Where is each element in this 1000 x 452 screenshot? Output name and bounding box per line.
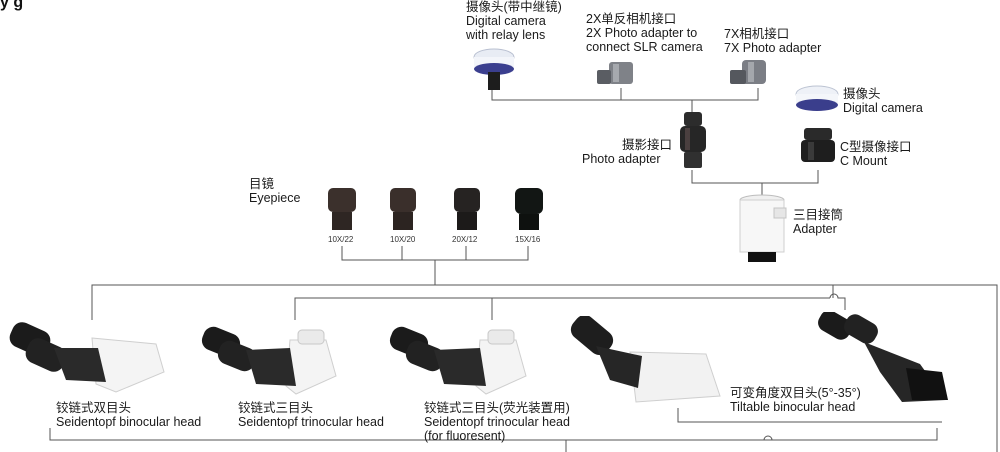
photo-adapter-image <box>680 112 706 168</box>
slr-adapter-label: 2X单反相机接口 2X Photo adapter to connect SLR… <box>586 12 703 54</box>
slr-adapter-image <box>597 62 633 84</box>
photo-7x-image <box>730 60 766 84</box>
eyepiece-spec-4: 15X/16 <box>515 235 541 244</box>
photo-7x-label: 7X相机接口 7X Photo adapter <box>724 27 822 55</box>
eyepiece-spec-1: 10X/22 <box>328 235 354 244</box>
photo-adapter-label: 摄影接口 <box>621 138 672 152</box>
relay-camera-label: 摄像头(带中继镜) Digital camera with relay lens <box>466 0 562 42</box>
digital-camera-label: 摄像头 Digital camera <box>843 87 923 115</box>
head-1-label: 铰链式双目头 Seidentopf binocular head <box>56 401 202 429</box>
head-2-label: 铰链式三目头 Seidentopf trinocular head <box>238 401 384 429</box>
tiltable-binocular-head-image <box>818 312 948 402</box>
eyepiece-20x12-image <box>454 188 480 230</box>
diagram-title: y g <box>0 0 24 11</box>
eyepiece-label: 目镜 Eyepiece <box>249 177 301 205</box>
head-3-label: 铰链式三目头(荧光装置用) Seidentopf trinocular head… <box>424 401 570 443</box>
photo-adapter-label-en: Photo adapter <box>582 152 661 166</box>
trinocular-adapter-image <box>739 194 787 262</box>
relay-camera-image <box>473 48 515 90</box>
digital-camera-image <box>795 85 839 111</box>
eyepiece-spec-2: 10X/20 <box>390 235 416 244</box>
c-mount-label: C型摄像接口 C Mount <box>840 140 912 168</box>
binocular-head-image <box>9 322 165 393</box>
eyepiece-15x16-image <box>515 188 543 230</box>
trinocular-adapter-label: 三目接筒 Adapter <box>793 208 844 236</box>
fluorescent-trinocular-head-image <box>389 326 527 395</box>
trinocular-head-image <box>201 326 337 395</box>
eyepiece-tube-head-image <box>570 316 721 403</box>
eyepiece-spec-3: 20X/12 <box>452 235 478 244</box>
eyepiece-10x22-image <box>328 188 356 230</box>
head-4-label: 可变角度双目头(5°-35°) Tiltable binocular head <box>730 386 861 414</box>
eyepiece-10x20-image <box>390 188 416 230</box>
c-mount-image <box>801 128 835 162</box>
